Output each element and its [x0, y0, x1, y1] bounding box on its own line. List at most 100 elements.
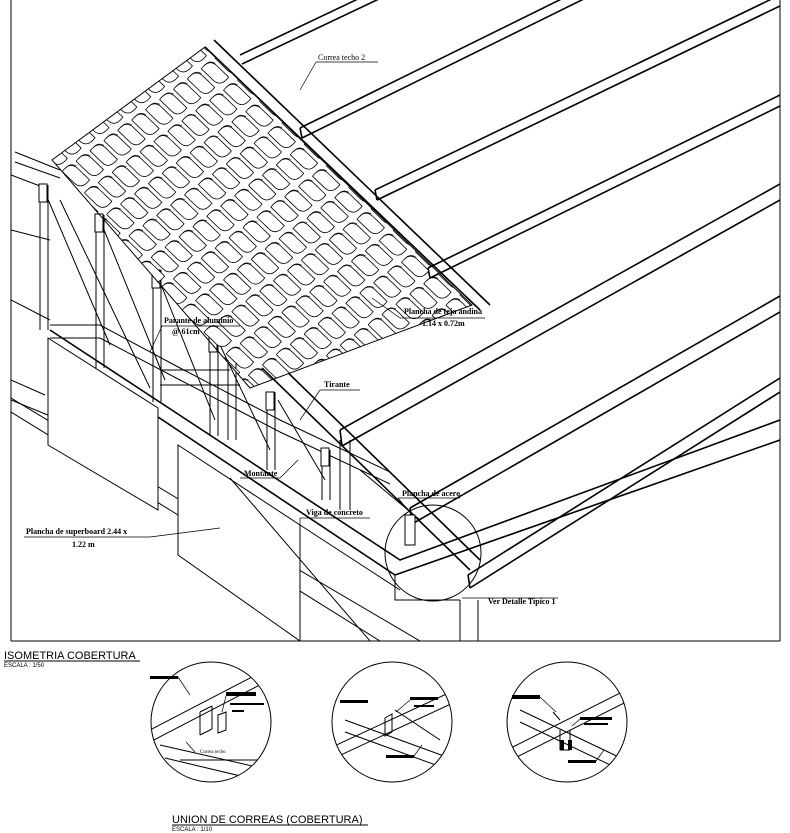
- roof-tile-ridge-line: [78, 154, 91, 159]
- roof-tile-ridge-line: [162, 92, 174, 97]
- roof-tile: [420, 203, 449, 225]
- roof-tile-ridge-line: [153, 60, 166, 66]
- roof-tile-ridge-line: [334, 306, 347, 311]
- detail-3: [506, 661, 628, 783]
- roof-tile-ridge-line: [210, 20, 221, 24]
- roof-tile-ridge-line: [270, 315, 283, 321]
- roof-tile-ridge-line: [148, 102, 160, 108]
- roof-tile-ridge-line: [359, 212, 372, 217]
- roof-tile-ridge-line: [229, 346, 241, 351]
- roof-tile-ridge-line: [112, 91, 124, 96]
- label-plancha-teja: Plancha de teja andina: [404, 307, 482, 316]
- roof-tile-ridge-line: [126, 270, 138, 276]
- roof-tile-ridge-line: [81, 227, 94, 233]
- roof-tile-ridge-line: [423, 202, 436, 208]
- roof-tile-ridge-line: [84, 112, 96, 117]
- roof-tile: [442, 225, 472, 247]
- detail-1-label-bottom: Correa techo: [200, 750, 226, 755]
- roof-tile-ridge-line: [190, 261, 202, 266]
- roof-tile-ridge-line: [382, 233, 394, 238]
- roof-tile: [403, 329, 433, 351]
- roof-tile-ridge-line: [357, 327, 369, 333]
- roof-tile-ridge-line: [293, 337, 305, 342]
- roof-tile-ridge-line: [145, 218, 158, 223]
- roof-tile-ridge-line: [270, 126, 283, 131]
- roof-tile-ridge-line: [340, 264, 352, 269]
- roof-tile-ridge-line: [126, 81, 138, 86]
- roof-tile-ridge-line: [273, 199, 286, 205]
- roof-tile-ridge-line: [357, 138, 369, 143]
- label-viga: Viga de concreto: [306, 508, 363, 517]
- roof-tile-ridge-line: [290, 263, 302, 268]
- label-parante-dim: @ 61cm: [172, 327, 200, 336]
- roof-tile-ridge-line: [434, 308, 447, 313]
- roof-tile-ridge-line: [192, 145, 205, 151]
- roof-tile-ridge-line: [256, 136, 269, 141]
- roof-tile-ridge-line: [176, 82, 188, 87]
- roof-tile: [122, 271, 152, 293]
- roof-tile-ridge-line: [446, 224, 458, 229]
- roof-tile: [264, 53, 294, 75]
- roof-tile-ridge-line: [212, 283, 224, 288]
- roof-tile-ridge-line: [345, 222, 358, 227]
- roof-tile-ridge-line: [290, 73, 302, 79]
- roof-tile-ridge-line: [365, 359, 377, 365]
- roof-tile-ridge-line: [56, 132, 69, 137]
- roof-tile-ridge-line: [259, 210, 272, 215]
- roof-tile-ridge-line: [281, 231, 294, 237]
- roof-tile: [428, 235, 458, 257]
- roof-tile: [293, 412, 320, 432]
- roof-tile-ridge-line: [204, 61, 216, 66]
- roof-tile-ridge-line: [206, 135, 219, 140]
- roof-tile-ridge-line: [348, 296, 361, 301]
- roof-tile-ridge-line: [320, 316, 333, 322]
- roof-tile-ridge-line: [398, 297, 411, 302]
- roof-tile-ridge-line: [192, 335, 205, 340]
- roof-tile-ridge-line: [351, 370, 363, 375]
- roof-tile-ridge-line: [448, 298, 461, 303]
- roof-tile-ridge-line: [246, 31, 257, 35]
- roof-tile-ridge-line: [256, 326, 269, 331]
- roof-tile-ridge-line: [251, 368, 263, 373]
- roof-tile-ridge-line: [223, 198, 235, 204]
- roof-tile-ridge-line: [162, 282, 174, 287]
- roof-tile-ridge-line: [276, 273, 288, 279]
- roof-tile-ridge-line: [276, 84, 288, 89]
- roof-tile-ridge-line: [248, 104, 261, 109]
- label-plancha-teja-dim: 1.14 x 0.72m: [422, 319, 465, 328]
- roof-tile-ridge-line: [370, 317, 383, 323]
- roof-tile-ridge-line: [287, 189, 299, 195]
- roof-tile: [474, 279, 501, 299]
- roof-tile-ridge-line: [426, 276, 439, 281]
- roof-tile-ridge-line: [384, 307, 397, 312]
- roof-tile-ridge-line: [52, 142, 55, 148]
- roof-tile: [100, 250, 129, 272]
- roof-tile: [406, 213, 435, 236]
- roof-tile-ridge-line: [379, 349, 391, 354]
- roof-tile-ridge-line: [323, 200, 336, 206]
- roof-tile: [339, 149, 369, 171]
- roof-tile-ridge-line: [365, 170, 377, 175]
- roof-tile-ridge-line: [173, 198, 185, 203]
- roof-tile-ridge-line: [407, 328, 419, 334]
- roof-tile-ridge-line: [217, 241, 230, 246]
- roof-tile: [150, 61, 180, 83]
- label-ver-detalle: Ver Detalle Tipico 1: [488, 597, 555, 606]
- details-title: UNION DE CORREAS (COBERTURA): [172, 814, 362, 826]
- roof-tile-ridge-line: [142, 144, 155, 150]
- roof-tile-ridge-line: [343, 148, 355, 153]
- roof-tile-ridge-line: [123, 197, 135, 202]
- roof-tile: [95, 102, 124, 124]
- roof-tile-ridge-line: [279, 157, 291, 163]
- roof-tile-ridge-line: [179, 155, 191, 161]
- roof-tile-ridge-line: [362, 285, 375, 291]
- roof-tile-ridge-line: [153, 250, 166, 255]
- roof-tile: [398, 182, 427, 204]
- roof-tile-ridge-line: [87, 185, 99, 191]
- roof-tile-ridge-line: [176, 271, 188, 277]
- roof-tile-ridge-line: [226, 272, 238, 278]
- roof-tile-ridge-line: [137, 186, 149, 192]
- roof-tile: [287, 74, 316, 96]
- roof-tile-ridge-line: [251, 178, 263, 183]
